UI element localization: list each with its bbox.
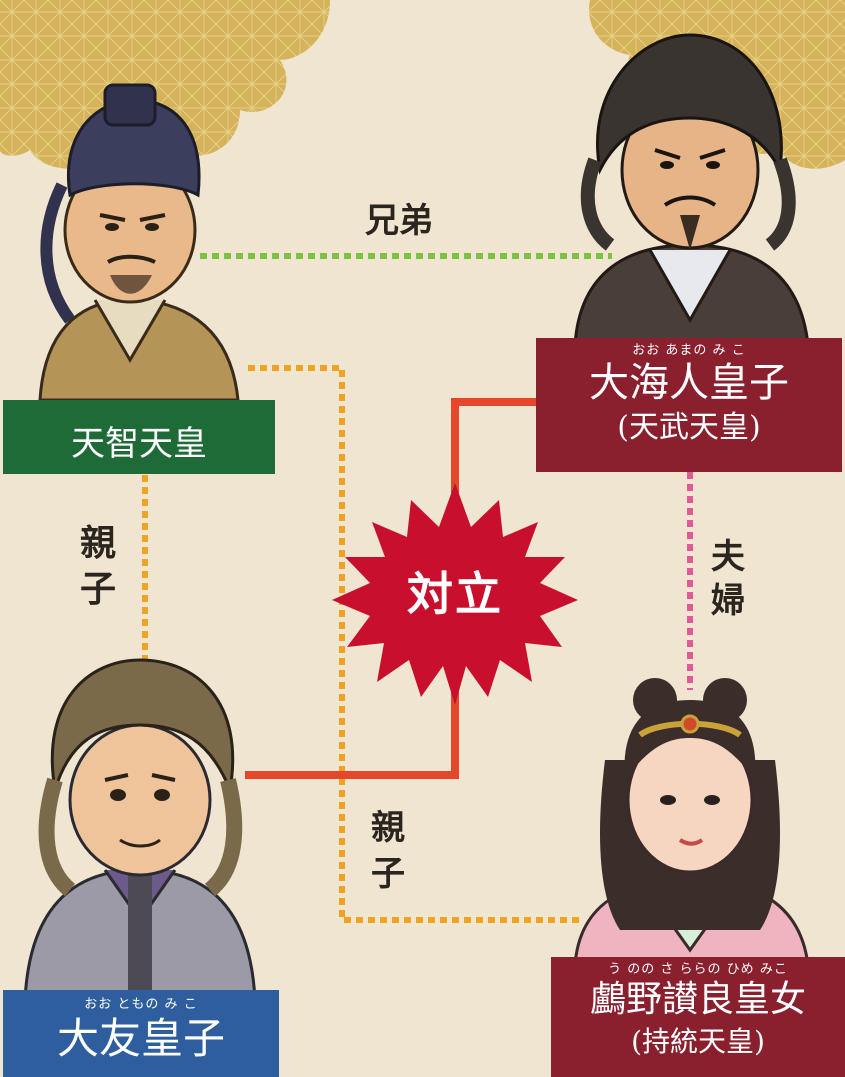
label-uno: う のの さ ららの ひめ みこ 鸕野讃良皇女 (持統天皇) <box>551 957 845 1077</box>
portrait-otomo <box>23 658 257 1002</box>
name-oama: 大海人皇子 <box>589 360 789 406</box>
name-uno: 鸕野讃良皇女 <box>589 979 806 1020</box>
ruby-oama: おお あまの み こ <box>632 343 746 358</box>
name-otomo: 大友皇子 <box>56 1014 225 1063</box>
sub-uno: (持統天皇) <box>631 1025 765 1058</box>
portrait-tenji <box>38 83 240 402</box>
relation-siblings: 兄弟 <box>365 201 433 241</box>
ruby-uno: う のの さ ららの ひめ みこ <box>608 962 788 977</box>
portrait-oama <box>573 33 810 347</box>
conflict-burst <box>332 483 578 705</box>
relation-spouses: 夫婦 <box>711 537 745 621</box>
ruby-otomo: おお ともの み こ <box>84 997 198 1012</box>
label-otomo: おお ともの み こ 大友皇子 <box>3 990 279 1077</box>
conflict-label: 対立 <box>407 567 503 621</box>
label-tenji: 天智天皇 <box>3 400 275 474</box>
label-oama: おお あまの み こ 大海人皇子 (天武天皇) <box>536 338 842 472</box>
portrait-uno <box>573 678 810 967</box>
relation-parent-child-left: 親子 <box>80 522 117 610</box>
name-tenji: 天智天皇 <box>71 424 207 464</box>
relation-parent-child-bottom: 親子 <box>371 808 405 894</box>
sub-oama: (天武天皇) <box>617 410 761 445</box>
